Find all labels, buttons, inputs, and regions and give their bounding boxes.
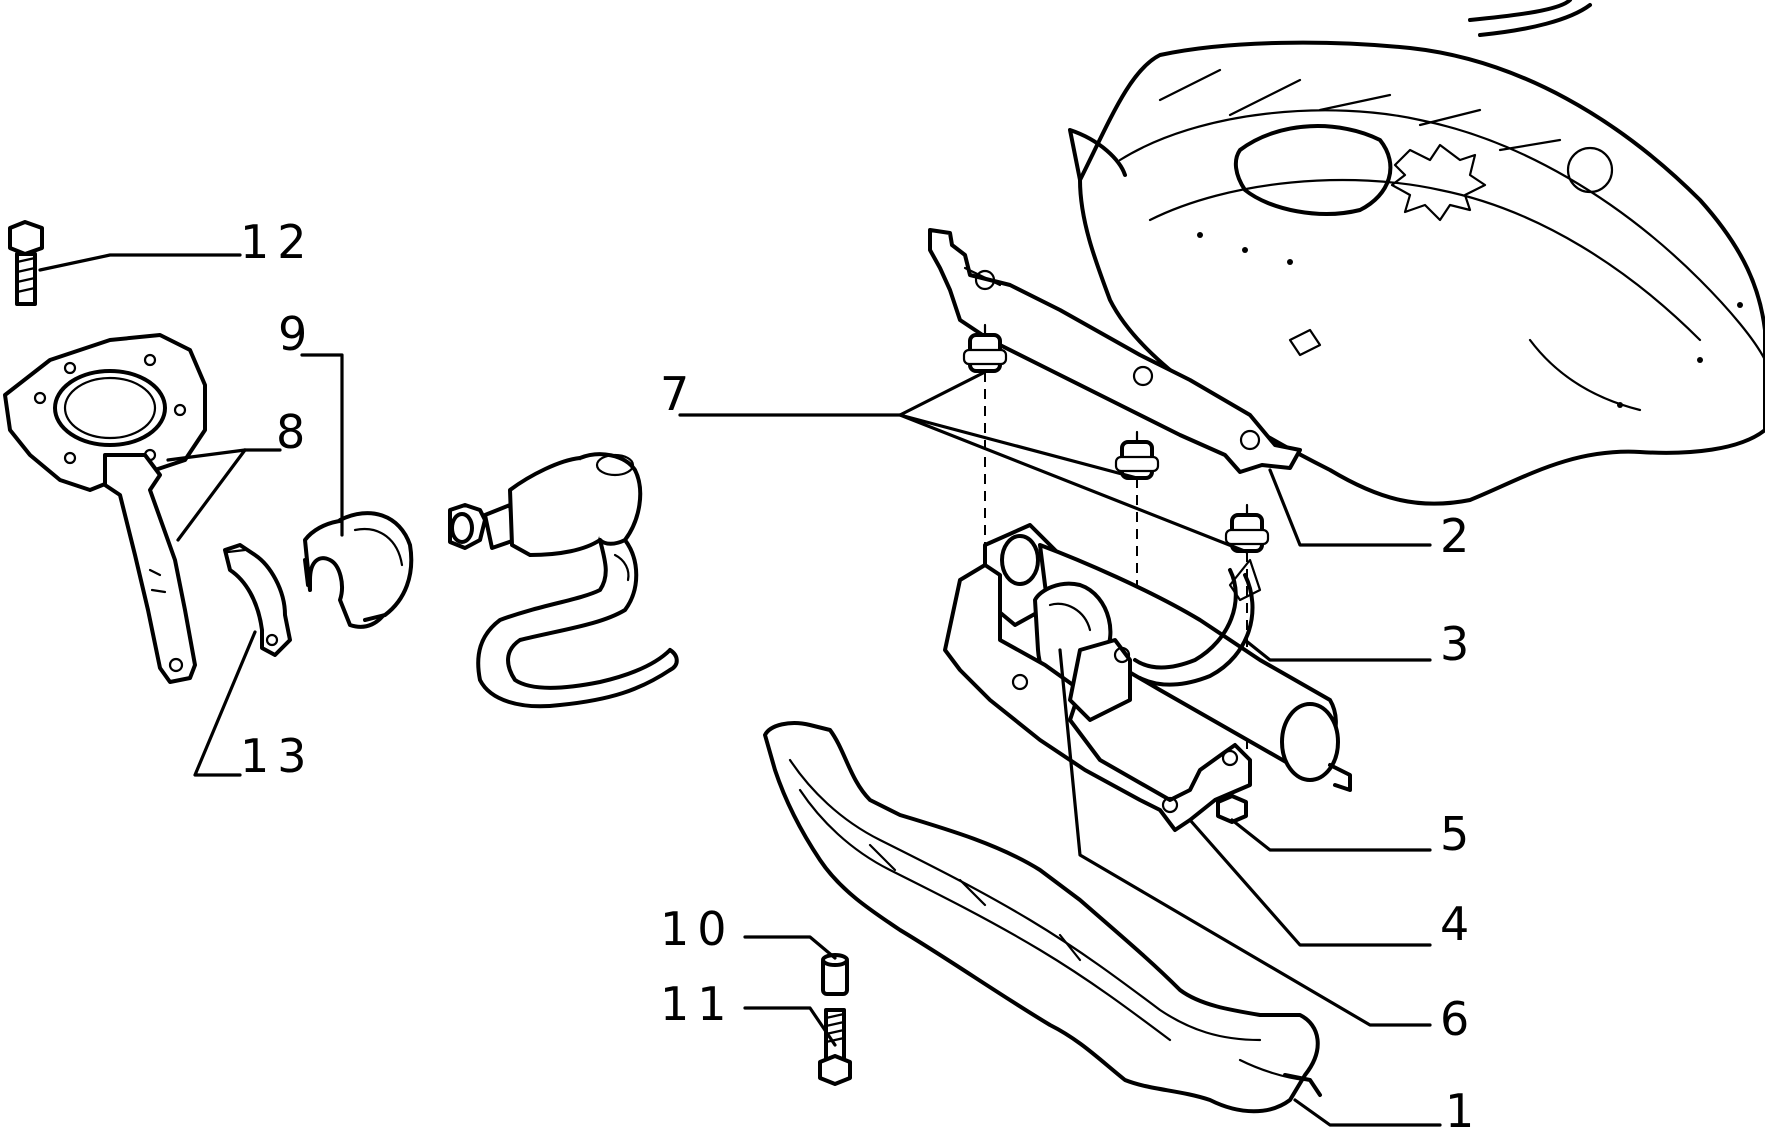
callout-3: 3 [1440, 617, 1477, 671]
callout-10: 10 [660, 902, 735, 956]
rubber-mount-7a [962, 323, 1008, 373]
callout-12: 12 [240, 215, 315, 269]
callout-11: 11 [660, 977, 735, 1031]
callout-2: 2 [1440, 509, 1477, 563]
fuel-filter-assembly-right [943, 523, 1352, 832]
callout-4: 4 [1440, 897, 1477, 951]
underbody-guard-1 [763, 721, 1322, 1114]
flange-plate-bracket-8 [3, 333, 207, 684]
mounting-strap-2 [928, 228, 1302, 474]
callout-6: 6 [1440, 992, 1477, 1046]
rubber-mount-7c [1224, 503, 1270, 553]
leader-lines [38, 253, 1442, 1127]
clamp-half-13 [223, 543, 292, 657]
bolt-11 [818, 1008, 852, 1086]
callout-13: 13 [240, 729, 315, 783]
bolt-12 [8, 220, 44, 306]
spacer-10 [821, 953, 849, 996]
callout-labels: 12 9 8 13 7 2 3 5 4 6 1 10 11 [240, 215, 1482, 1131]
callout-5: 5 [1440, 807, 1477, 861]
fuel-filter-left [448, 452, 679, 709]
callout-8: 8 [276, 405, 313, 459]
rubber-insulator-9 [303, 511, 414, 629]
fuel-tank [1068, 0, 1765, 506]
callout-1: 1 [1445, 1084, 1482, 1131]
rubber-mount-7b [1114, 430, 1160, 480]
callout-7: 7 [660, 367, 697, 421]
callout-9: 9 [278, 307, 315, 361]
